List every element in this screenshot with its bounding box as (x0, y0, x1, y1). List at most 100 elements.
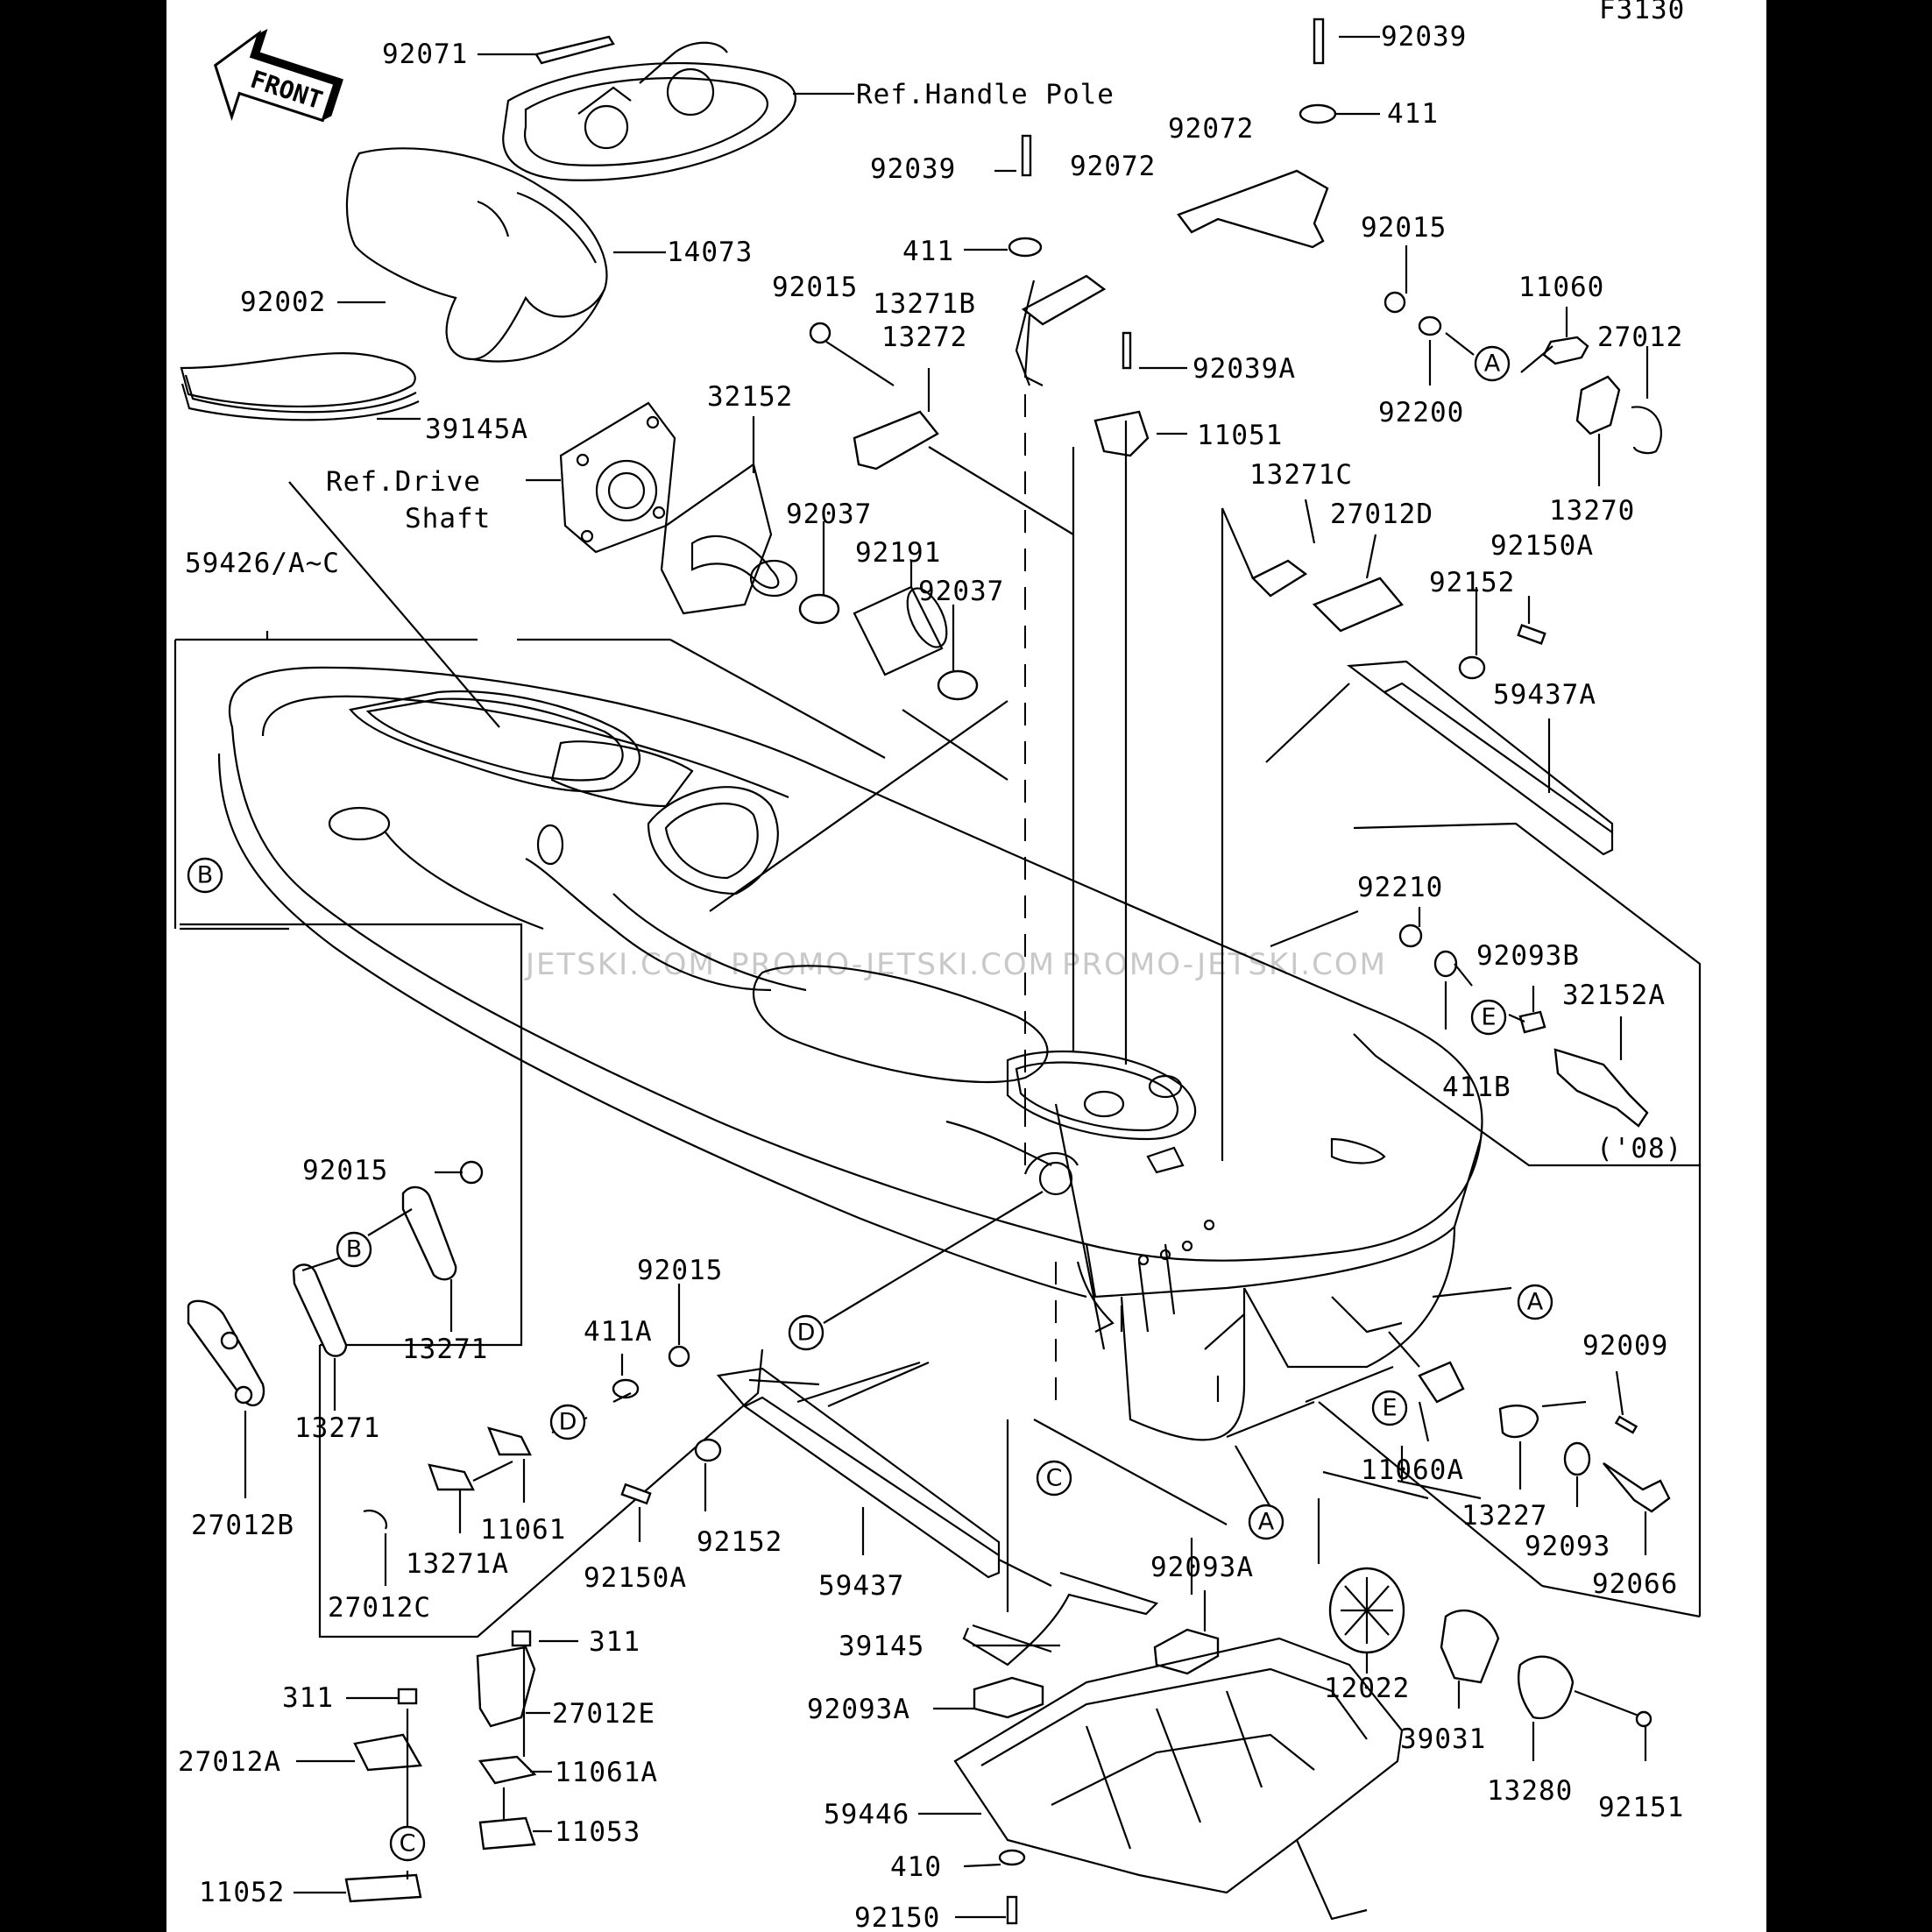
seat-assembly (345, 147, 608, 363)
leader-lines (173, 35, 1702, 1919)
hull-body (217, 666, 1483, 1441)
part-label-92015-b: 92015 (1361, 212, 1447, 244)
bracket-11051 (1093, 410, 1150, 457)
svg-text:A: A (1484, 350, 1501, 378)
callout-d-2: D (549, 1404, 586, 1440)
bolt-92039-mid (1021, 134, 1032, 177)
part-label-410: 410 (890, 1851, 942, 1883)
part-label-411a: 411A (584, 1316, 653, 1348)
washer-411-top (1299, 103, 1337, 124)
svg-text:D: D (559, 1409, 577, 1436)
part-label-13227: 13227 (1461, 1500, 1547, 1532)
callout-b-2: B (336, 1231, 372, 1268)
part-label-13272: 13272 (881, 322, 967, 353)
callout-a-2: A (1517, 1284, 1553, 1320)
plate-13271a (428, 1463, 475, 1491)
seal-39145 (962, 1571, 1159, 1667)
part-label-92072-top: 92072 (1168, 113, 1254, 145)
part-label-27012d: 27012D (1330, 499, 1433, 530)
part-label-27012e: 27012E (552, 1698, 655, 1730)
cap-27012d (1312, 577, 1404, 633)
part-label-13270: 13270 (1549, 495, 1635, 527)
plate-92093b (1518, 1010, 1546, 1034)
plate-11060 (1542, 336, 1589, 365)
callout-d-1: D (788, 1314, 824, 1351)
svg-text:A: A (1527, 1289, 1544, 1316)
bracket-27012e (476, 1645, 536, 1728)
part-label-92039-top: 92039 (1381, 21, 1467, 53)
cover-27012b (187, 1299, 265, 1407)
clamp-92037-a (798, 593, 840, 625)
part-label-311-a: 311 (589, 1626, 640, 1658)
part-label-411b: 411B (1442, 1072, 1511, 1103)
part-label-92200: 92200 (1378, 397, 1464, 428)
pad-92093a-b (973, 1676, 1044, 1719)
washer-411a (612, 1378, 640, 1399)
part-label-92191: 92191 (855, 537, 941, 569)
part-label-12022: 12022 (1324, 1673, 1410, 1704)
collar-92152-top (1458, 655, 1486, 680)
nut-92015-b (1384, 291, 1406, 314)
screw-92009 (1614, 1415, 1638, 1434)
part-label-92015-a: 92015 (772, 272, 858, 303)
washer-411b (1433, 950, 1458, 978)
part-label-92151: 92151 (1598, 1792, 1684, 1823)
part-label-92037-b: 92037 (918, 576, 1004, 607)
clip-27012c (363, 1509, 388, 1530)
callout-circles: A B E B A D D E C A C (187, 345, 1553, 1862)
part-label-92093a-b: 92093A (807, 1694, 910, 1725)
nut-311-a (511, 1630, 532, 1647)
callout-a-3: A (1248, 1504, 1284, 1540)
svg-text:D: D (797, 1320, 816, 1347)
part-label-39145a: 39145A (425, 414, 528, 445)
clamp-92037-b (937, 669, 979, 701)
part-label-11061a: 11061A (555, 1757, 658, 1788)
fitting-13227 (1498, 1405, 1539, 1439)
washer-410 (998, 1849, 1026, 1866)
front-arrow-icon: FRONT (213, 28, 343, 123)
bolt-92150 (1006, 1895, 1018, 1925)
part-label-92039-mid: 92039 (870, 153, 956, 185)
svg-text:C: C (400, 1830, 416, 1858)
part-label-92210: 92210 (1357, 872, 1443, 903)
nut-92015-left (459, 1160, 484, 1185)
part-label-92150a-top: 92150A (1490, 530, 1594, 562)
part-label-13271a: 13271A (406, 1548, 509, 1580)
part-label-27012b: 27012B (191, 1510, 294, 1541)
part-label-13271c: 13271C (1249, 459, 1353, 491)
nut-311-b (397, 1688, 418, 1705)
watermark-3: PROMO-JETSKI.COM (1062, 947, 1387, 982)
bracket-92072-b (1177, 169, 1329, 249)
plate-11053 (478, 1816, 536, 1851)
part-label-27012: 27012 (1597, 322, 1683, 353)
bolt-92150a-lower (620, 1483, 652, 1505)
watermark-1: JETSKI.COM (524, 947, 716, 982)
part-label-39145: 39145 (839, 1631, 924, 1662)
plate-13271-a (401, 1185, 457, 1281)
year-note: ('08) (1596, 1133, 1682, 1164)
part-label-11060: 11060 (1518, 272, 1604, 303)
part-label-92093: 92093 (1525, 1531, 1610, 1562)
figure-code: F3130 (1599, 0, 1685, 25)
svg-text:A: A (1258, 1509, 1275, 1536)
part-label-59426: 59426/A~C (185, 548, 340, 579)
handle-pole-cover (502, 41, 796, 181)
part-92071-shape (534, 35, 615, 65)
collar-92152-lower (694, 1438, 722, 1462)
bolt-92039-top (1313, 18, 1325, 65)
plate-13271-b (292, 1263, 348, 1357)
part-label-59437a: 59437A (1493, 679, 1596, 711)
part-label-92150: 92150 (854, 1902, 940, 1932)
part-label-411-mid: 411 (902, 236, 954, 267)
part-label-59446: 59446 (824, 1799, 909, 1830)
part-label-92150a-lower: 92150A (584, 1562, 687, 1594)
part-label-27012a: 27012A (178, 1746, 281, 1778)
bracket-92072-a (1021, 274, 1107, 326)
svg-text:E: E (1481, 1004, 1496, 1031)
group-32152a (1353, 822, 1702, 1167)
part-label-27012c: 27012C (328, 1592, 431, 1624)
part-label-92152-lower: 92152 (697, 1526, 782, 1558)
part-label-13280: 13280 (1487, 1775, 1573, 1807)
plate-13271b-13272 (853, 410, 939, 471)
